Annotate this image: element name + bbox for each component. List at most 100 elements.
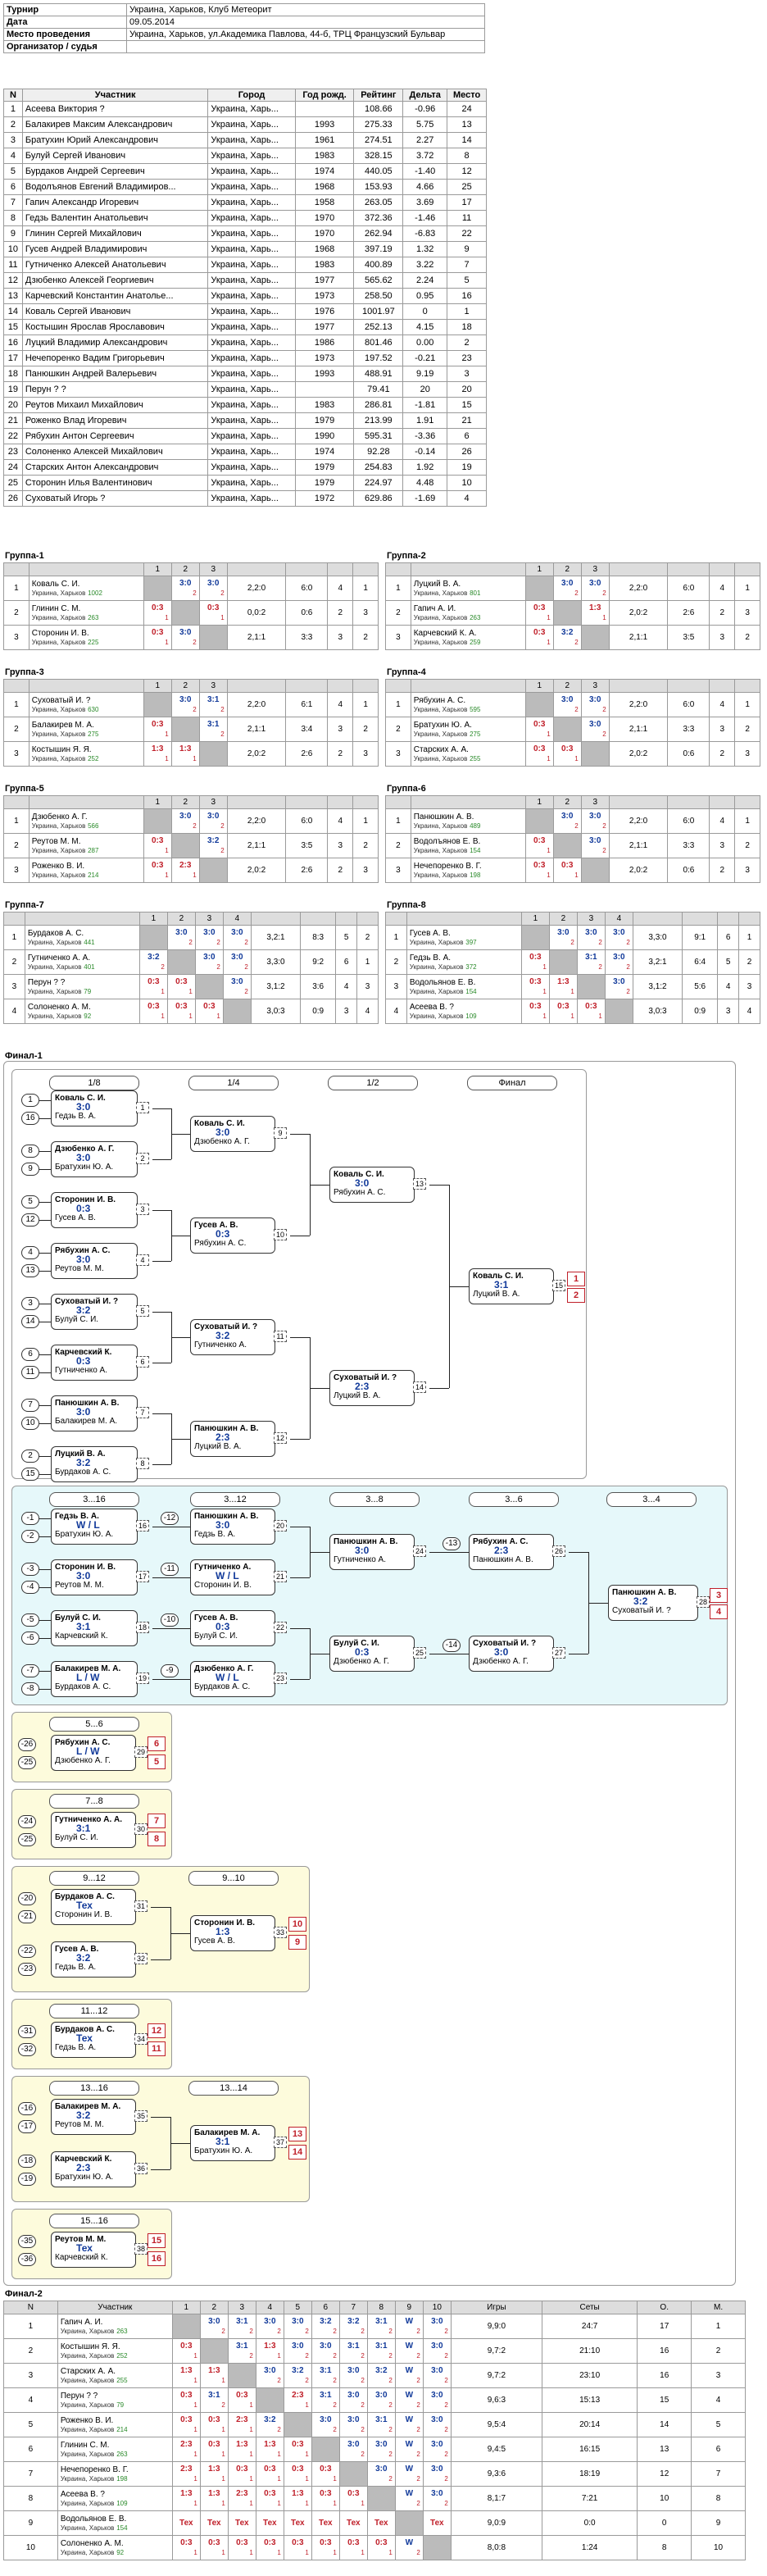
participant-cell: 13 <box>3 288 23 304</box>
seed-badge: -13 <box>442 1537 461 1550</box>
player-rating: 1002 <box>88 589 102 597</box>
match-number: 2 <box>136 1153 149 1164</box>
participant-cell: 79.41 <box>353 381 404 398</box>
connector-line <box>39 1169 51 1170</box>
player-city: Украина, Харьков <box>31 846 86 854</box>
match-score: 3:1 <box>494 1279 509 1290</box>
player-num: 7 <box>3 2461 58 2487</box>
player-name: Бурдаков А. С. <box>27 928 84 938</box>
participant-cell: 26 <box>447 444 487 460</box>
player-place: 5 <box>691 2412 746 2437</box>
score-cell <box>170 833 200 858</box>
score-value: W <box>405 2439 414 2449</box>
player-num: 1 <box>3 692 30 717</box>
score-value: W <box>405 2341 414 2351</box>
parts-header: Год рожд. <box>294 89 355 102</box>
parts-header: Рейтинг <box>353 89 404 102</box>
score-cell <box>366 2486 396 2511</box>
player-city: Украина, Харьков <box>31 754 86 762</box>
player-points: 3 <box>717 999 740 1024</box>
place-badge: 7 <box>148 1814 166 1828</box>
score-points: 1 <box>165 613 169 621</box>
player-num: 4 <box>3 2387 58 2413</box>
player-name: Рябухин А. С. <box>413 695 466 705</box>
player-games: 3,2:1 <box>250 925 302 950</box>
seed-badge: -26 <box>18 1738 36 1751</box>
participant-cell: 4 <box>447 490 487 507</box>
player-city: Украина, Харьков <box>60 2524 115 2532</box>
score-cell <box>580 625 610 650</box>
score-value: 0:3 <box>207 603 220 612</box>
connector-line <box>39 1536 51 1537</box>
score-value: Тех <box>374 2518 388 2528</box>
score-cell <box>166 949 196 975</box>
score-value: 0:3 <box>533 627 546 637</box>
group-header-name <box>410 679 526 693</box>
participant-cell: Булуй Сергей Иванович <box>21 148 209 164</box>
score-value: 0:3 <box>320 2488 332 2498</box>
seed-badge: -22 <box>18 1945 36 1958</box>
match-number: 28 <box>697 1596 710 1608</box>
player-rating: 263 <box>88 613 99 621</box>
match-player-a: Панюшкин А. В. <box>334 1537 398 1546</box>
score-value: 3:0 <box>561 694 574 704</box>
group-header-sets <box>667 562 710 576</box>
score-points: 1 <box>574 754 579 762</box>
player-rating: 275 <box>88 730 99 738</box>
score-points: 2 <box>220 589 225 597</box>
player-name-cell: Рябухин А. С.Украина, Харьков 595 <box>410 692 526 717</box>
player-rating: 252 <box>116 2351 128 2360</box>
score-value: 0:3 <box>533 603 546 612</box>
match-number: 23 <box>274 1673 287 1684</box>
player-sub: Украина, Харьков 154 <box>410 987 519 996</box>
match-score: 3:2 <box>76 1457 91 1468</box>
score-points: 1 <box>193 2425 197 2433</box>
player-points: 4 <box>709 576 736 601</box>
participant-cell: Украина, Харь... <box>207 303 296 320</box>
player-rating: 372 <box>465 963 477 971</box>
player-sub: Украина, Харьков 263 <box>414 613 523 622</box>
player-city: Украина, Харьков <box>60 2425 115 2433</box>
score-value: 0:3 <box>533 744 546 753</box>
score-cell <box>548 949 578 975</box>
player-rating: 255 <box>116 2376 128 2384</box>
score-points: 2 <box>333 2376 337 2384</box>
player-city: Украина, Харьков <box>413 821 468 830</box>
participant-cell: Гедзь Валентин Анатольевич <box>21 210 209 226</box>
score-value: 3:0 <box>179 694 192 704</box>
participant-cell: Бурдаков Андрей Сергеевич <box>21 163 209 180</box>
participant-cell: 3.69 <box>402 194 448 211</box>
match-player-b: Балакирев М. А. <box>55 1417 118 1426</box>
match-number: 22 <box>274 1622 287 1633</box>
player-sets: 9:1 <box>682 925 719 950</box>
score-points: 1 <box>221 2425 225 2433</box>
seed-badge: -16 <box>18 2102 36 2115</box>
seed-badge: -31 <box>18 2025 36 2038</box>
match-number: 17 <box>136 1571 149 1582</box>
player-name-cell: Луцкий В. А.Украина, Харьков 801 <box>410 576 526 601</box>
participant-cell: Украина, Харь... <box>207 381 296 398</box>
participant-cell: 1958 <box>294 194 355 211</box>
final2-header: N <box>3 2301 58 2314</box>
score-points: 1 <box>305 2450 309 2458</box>
group-header-place <box>356 912 379 926</box>
match-player-b: Братухин Ю. А. <box>55 2173 114 2182</box>
participant-cell: -1.81 <box>402 397 448 413</box>
score-value: 1:3 <box>264 2341 276 2351</box>
